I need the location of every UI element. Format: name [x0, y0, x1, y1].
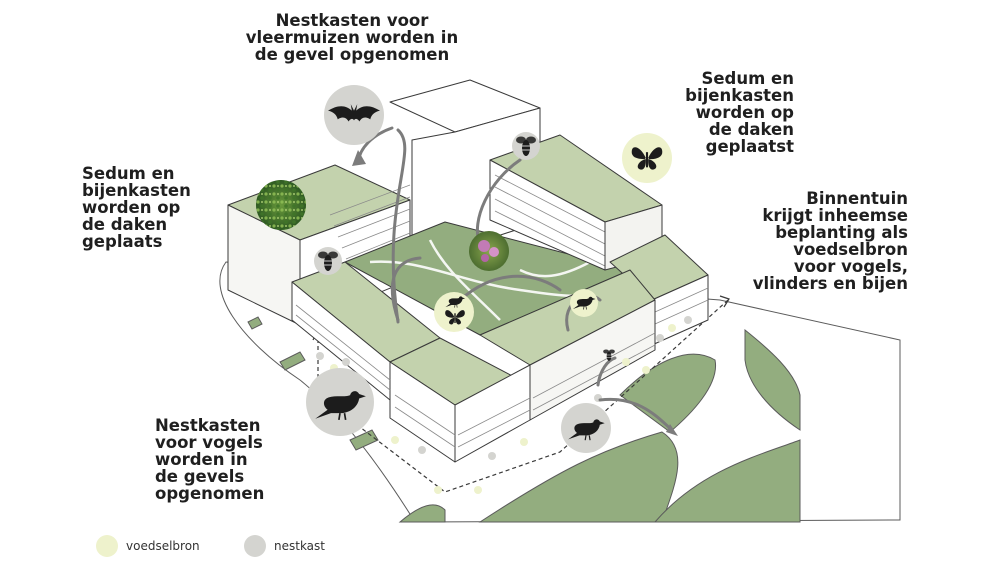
annotation-line: Sedum en	[82, 164, 175, 183]
annotation-line: beplanting als	[775, 223, 908, 242]
perimeter-path	[317, 299, 729, 493]
annotation-line: de daken	[82, 215, 168, 234]
annotation-bats: Nestkasten voor vleermuizen worden in de…	[232, 12, 472, 63]
legend-nest-box: nestkast	[244, 535, 325, 557]
legend-swatch-nest	[244, 535, 266, 557]
bee-marker-left	[314, 247, 342, 275]
courtyard-food-marker	[434, 292, 474, 332]
annotation-line: Nestkasten	[155, 416, 261, 435]
bird-nest-marker-left	[306, 368, 374, 436]
legend-label: nestkast	[274, 539, 325, 553]
annotation-line: de gevels	[155, 467, 245, 486]
annotation-line: voor vogels,	[793, 257, 908, 276]
annotation-line: de daken	[708, 120, 794, 139]
annotation-line: worden op	[695, 103, 794, 122]
flower-marker	[469, 231, 509, 271]
annotation-line: worden in	[155, 450, 248, 469]
annotation-line: bijenkasten	[685, 86, 794, 105]
annotation-line: Sedum en	[701, 69, 794, 88]
annotation-line: de gevel opgenomen	[254, 45, 450, 64]
annotation-line: vlinders en bijen	[752, 274, 908, 293]
annotation-line: voor vogels	[155, 433, 263, 452]
sedum-marker	[256, 180, 306, 230]
bird-food-marker	[570, 289, 598, 317]
annotation-line: bijenkasten	[82, 181, 191, 200]
annotation-sedum-left: Sedum en bijenkasten worden op de daken …	[82, 165, 212, 250]
arrow-heads	[352, 150, 678, 436]
annotation-birds: Nestkasten voor vogels worden in de geve…	[155, 417, 285, 502]
annotation-line: worden op	[82, 198, 181, 217]
annotation-line: Nestkasten voor	[275, 11, 429, 30]
legend-swatch-food	[96, 535, 118, 557]
annotation-line: krijgt inheemse	[762, 206, 908, 225]
perimeter-arrow-right	[719, 295, 730, 308]
annotation-line: Binnentuin	[806, 189, 908, 208]
bat-marker	[324, 85, 384, 145]
legend-food-source: voedselbron	[96, 535, 200, 557]
annotation-line: vleermuizen worden in	[245, 28, 459, 47]
annotation-line: geplaatst	[705, 137, 794, 156]
annotation-courtyard: Binnentuin krijgt inheemse beplanting al…	[718, 190, 908, 292]
bee-marker-top	[512, 132, 540, 160]
annotation-line: opgenomen	[155, 484, 265, 503]
legend-label: voedselbron	[126, 539, 200, 553]
bird-nest-marker-front	[561, 403, 611, 453]
butterfly-marker-right	[622, 133, 672, 183]
annotation-line: voedselbron	[793, 240, 908, 259]
annotation-sedum-right: Sedum en bijenkasten worden op de daken …	[660, 70, 794, 155]
annotation-line: geplaats	[82, 232, 163, 251]
